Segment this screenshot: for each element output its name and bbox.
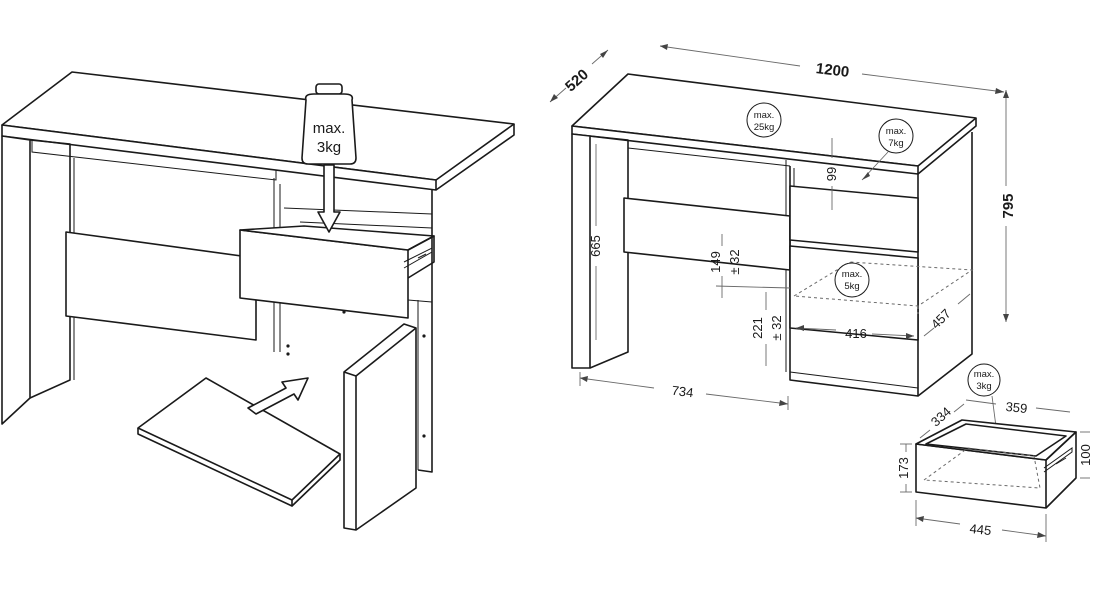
dim-detail-height-left: 173 [896,457,911,479]
svg-text:max.: max. [886,126,907,137]
cabinet-right-panel [417,190,433,473]
dim-detail-width-bottom: 445 [969,521,992,538]
dim-upper-offset: 149 [708,251,723,273]
detail-max-badge: max. 3kg [967,363,1001,397]
svg-text:7kg: 7kg [888,138,903,149]
dim-inner-height: 665 [588,235,603,257]
cabinet-door [343,323,417,531]
dim-detail-height-side: 100 [1078,444,1093,466]
down-arrow [317,164,341,233]
dim-upper-drawer [789,185,919,253]
svg-text:25kg: 25kg [754,122,775,133]
dim-drawer-depth: 457 [928,306,954,332]
dim-detail-width-top: 359 [1005,399,1028,416]
svg-text:max.: max. [754,110,775,121]
dim-depth: 520 [562,66,592,95]
weight-top-line1: max. [313,120,346,137]
svg-text:5kg: 5kg [844,281,859,292]
dim-lower-offset: 221 [750,317,765,339]
svg-text:max.: max. [842,269,863,280]
drawer-max-badge: max. 5kg [834,262,870,298]
right-desk-illustration: max. 25kg max. 7kg max. 5kg 1200 520 [549,44,1017,410]
left-desk-illustration: max. 3kg [1,71,515,531]
weight-icon: max. 3kg [301,83,357,165]
dim-drawer-width: 416 [845,326,867,341]
svg-text:3kg: 3kg [976,381,991,392]
dim-lower-tol: ± 32 [769,315,784,340]
dim-knee-width: 734 [671,383,694,401]
desk-left-panel [1,135,31,425]
svg-text:max.: max. [974,369,995,380]
desktop-max-badge: max. 25kg [746,102,782,138]
drawer-detail-illustration: max. 3kg 334 359 100 173 [896,363,1093,542]
dim-upper-tol: ± 32 [727,249,742,274]
dim-shelf-gap: 99 [824,167,839,181]
modesty-panel [65,231,257,341]
weight-top-line2: 3kg [317,139,341,156]
dim-height: 795 [1000,193,1017,218]
dim-width: 1200 [815,60,850,81]
insert-arrow [247,377,309,415]
shelf-max-badge: max. 7kg [861,118,914,181]
